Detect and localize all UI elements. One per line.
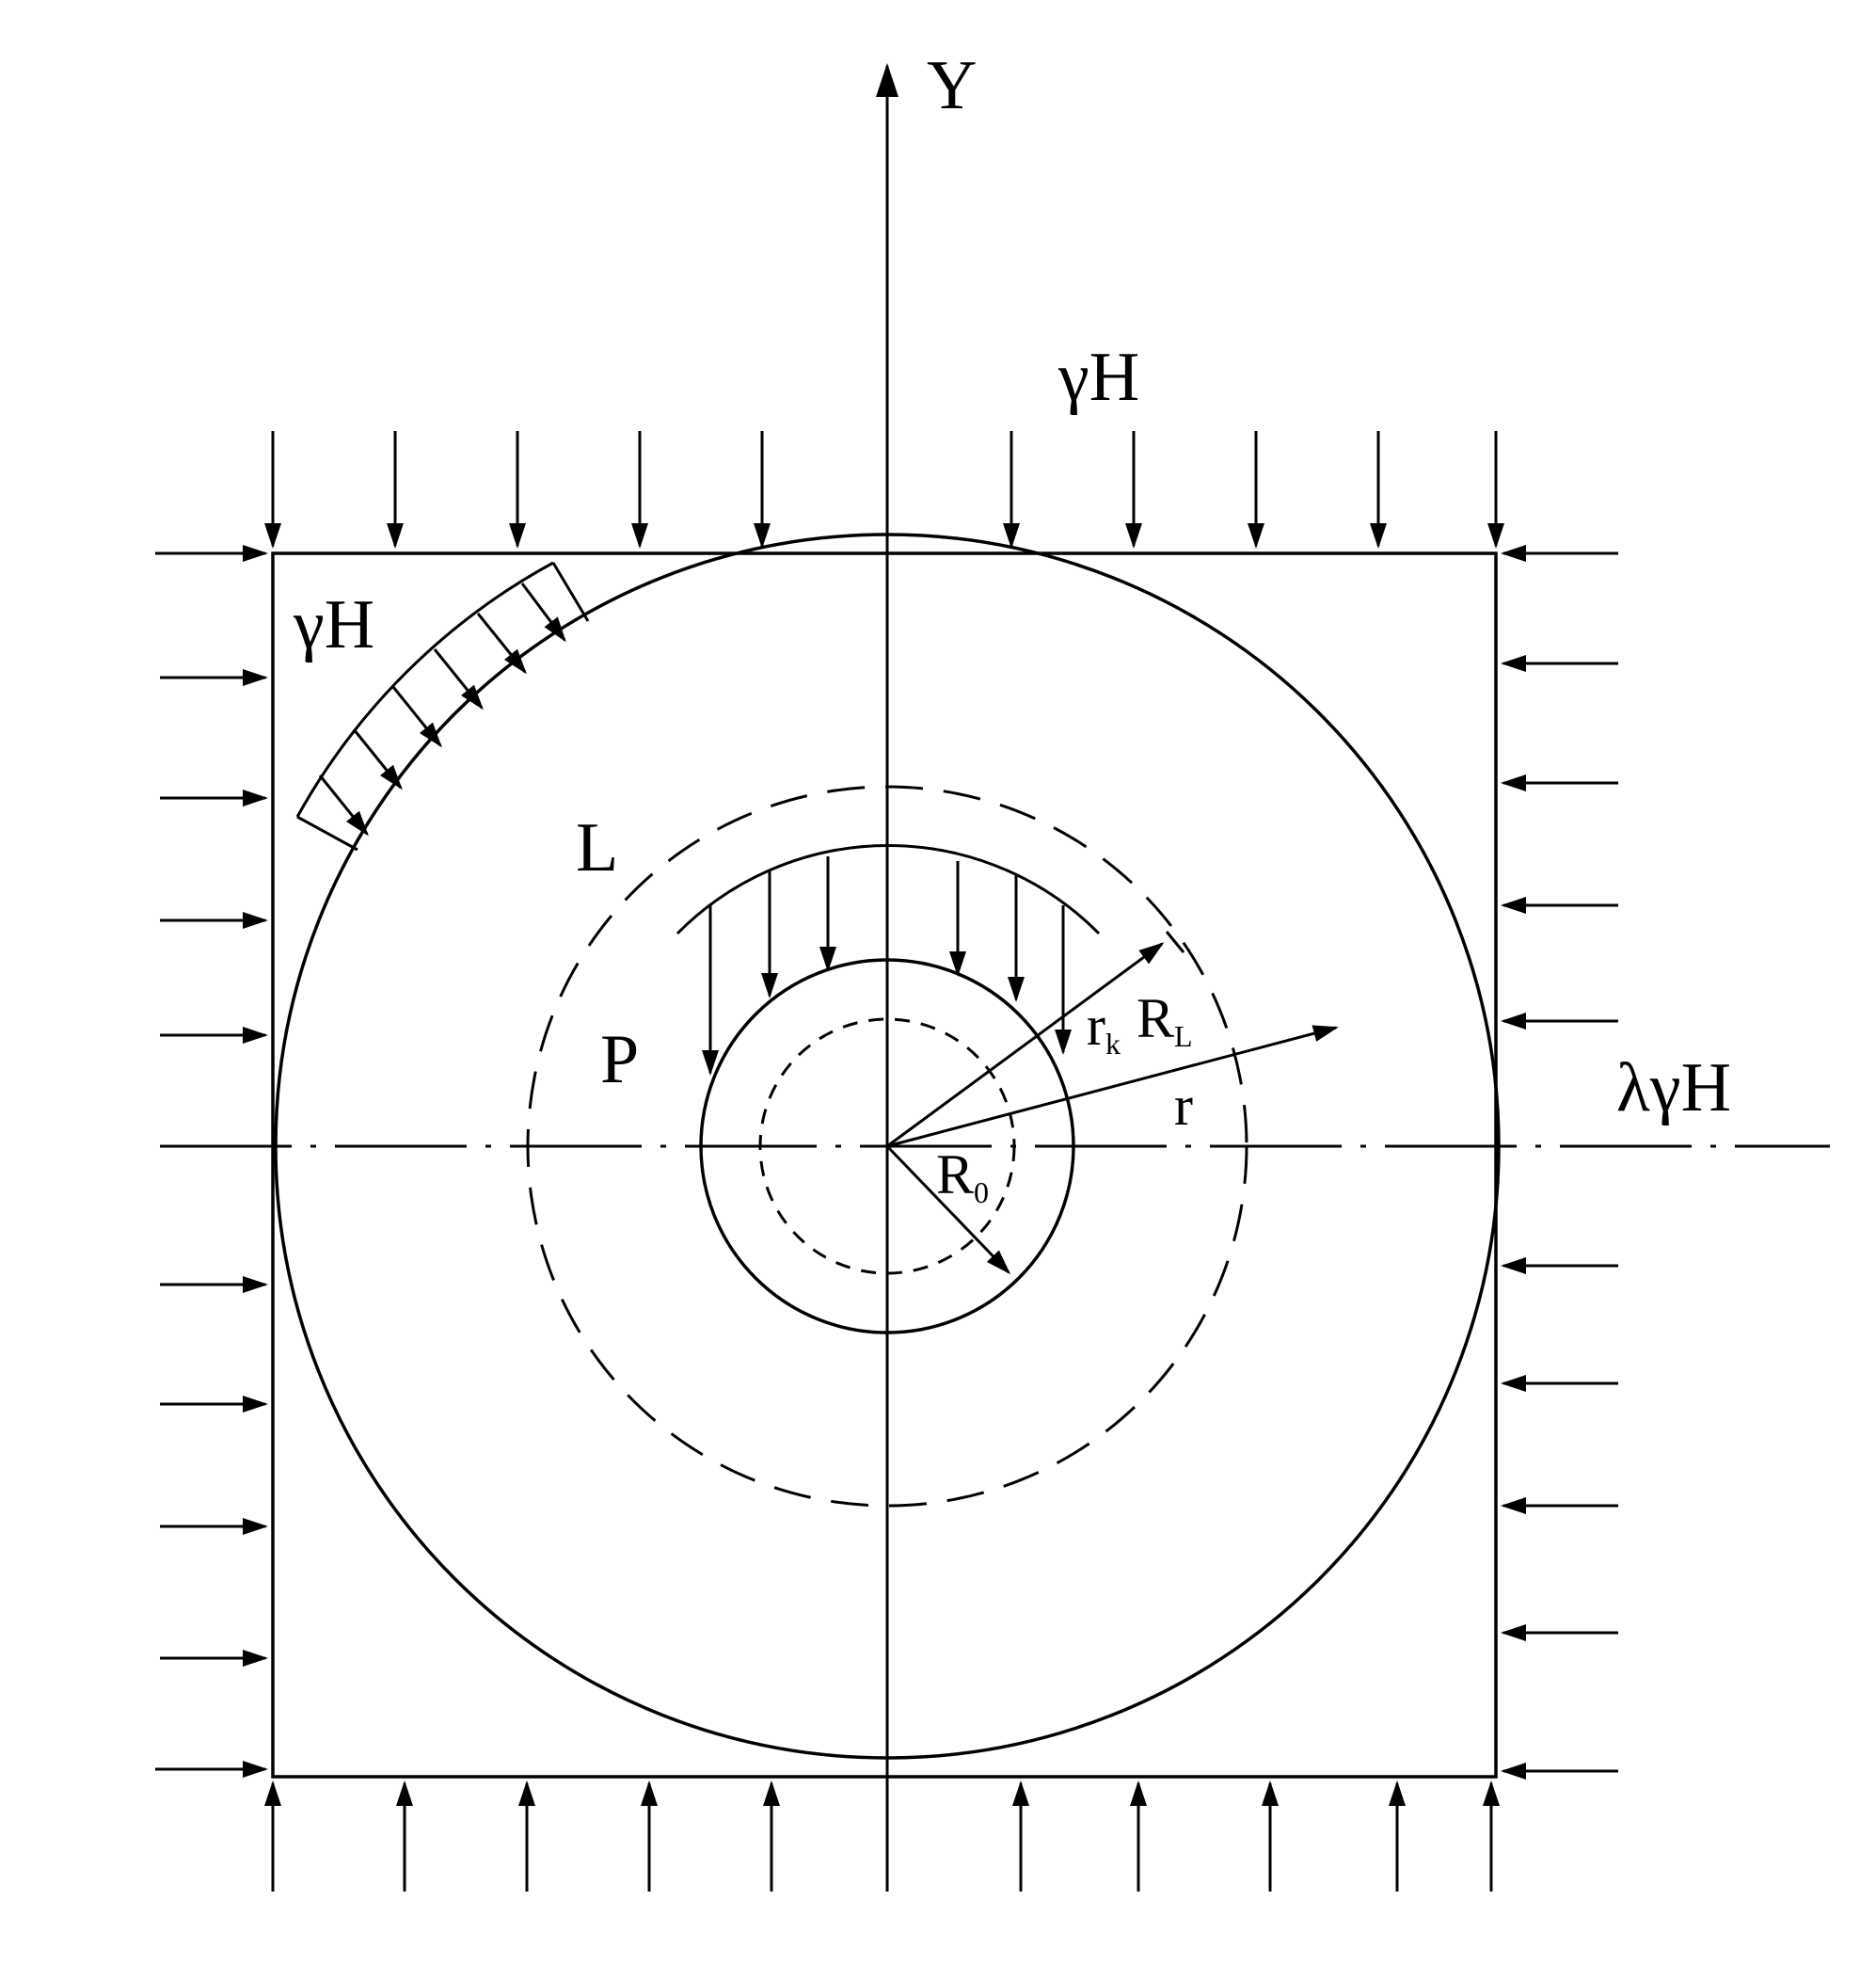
radius-vectors [885,931,1339,1275]
inner-dashed-circle [758,1017,1016,1275]
loosening-zone-circle [526,785,1248,1508]
outer-circle [274,533,1501,1760]
tunnel-opening [699,958,1075,1334]
r-label: r [1174,1075,1193,1137]
loosening-zone-label: L [576,809,618,886]
radius-rl-tick [1165,931,1185,953]
top-load-arrows [264,431,1504,549]
rk-label: rk [1087,995,1121,1061]
y-axis-label: Y [927,47,977,124]
right-load-arrows [1501,545,1618,1780]
left-load-arrows [155,545,268,1778]
radius-rk-arrow [886,942,1165,1148]
rock-mass-boundary [271,551,1498,1779]
arc-load-band [295,561,590,852]
radius-r-arrow [886,1025,1339,1148]
arc-load-label: γH [293,586,374,663]
right-load-label: λγH [1616,1049,1731,1126]
r0-label: R0 [936,1143,989,1209]
rl-label: RL [1137,987,1193,1053]
pressure-label: P [600,1021,639,1098]
loosening-pressure-load [676,843,1101,1076]
top-load-label: γH [1057,339,1139,416]
bottom-load-arrows [264,1780,1500,1892]
radius-r0-arrow [885,1144,1011,1275]
